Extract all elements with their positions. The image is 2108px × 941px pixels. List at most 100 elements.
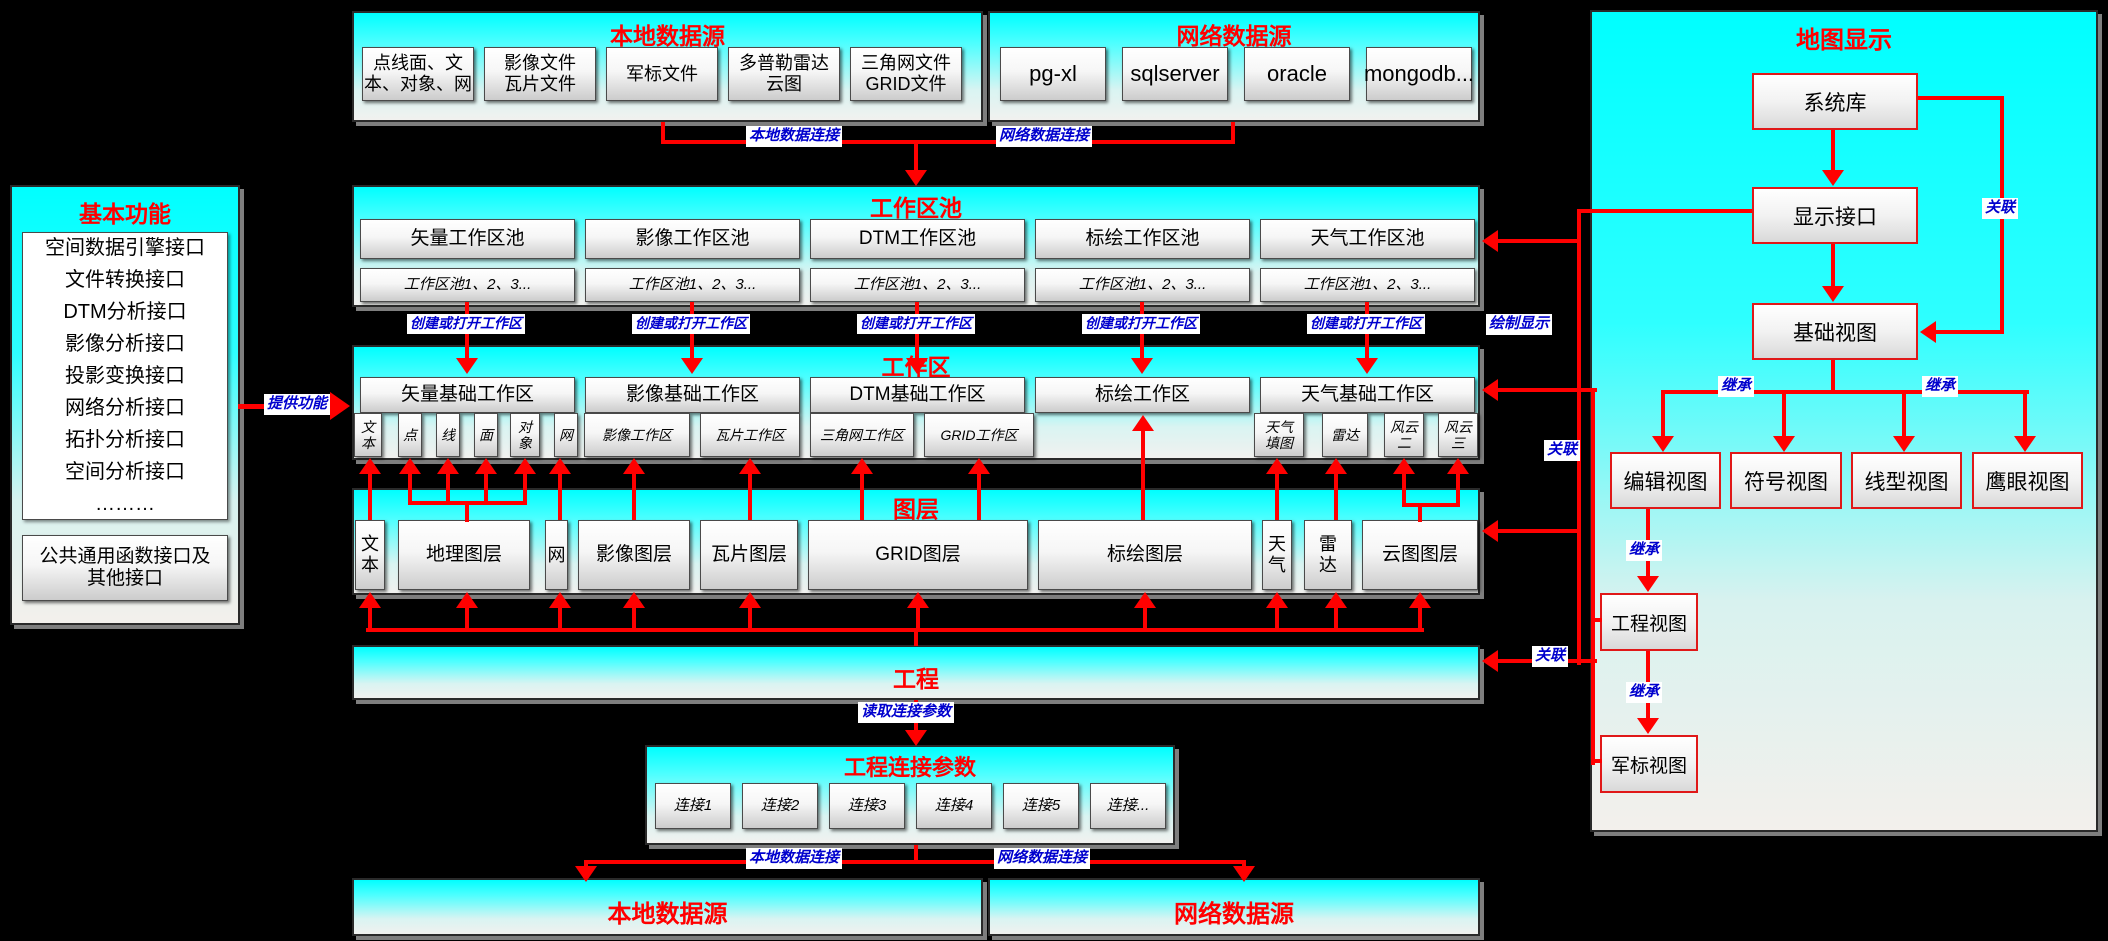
connection-params-title: 工程连接参数 <box>843 755 976 780</box>
arrow-line <box>366 628 1424 632</box>
label-assoc-project: 关联 <box>1532 646 1569 667</box>
ws-sub-point: 点 <box>398 413 422 457</box>
label-network-conn-top: 网络数据连接 <box>996 126 1093 147</box>
arrowhead <box>1482 230 1498 252</box>
arrow-line <box>1661 390 2029 394</box>
ws-dtm: DTM基础工作区 <box>810 377 1025 413</box>
local-item-radar: 多普勒雷达 云图 <box>728 47 840 101</box>
arrow-line <box>446 474 450 505</box>
layer-text: 文 本 <box>355 520 385 590</box>
arrow-line <box>1577 209 1752 213</box>
arrowhead <box>968 458 990 474</box>
map-display-panel: 地图显示 <box>1590 10 2098 832</box>
arrowhead <box>1637 576 1659 592</box>
symbol-view-box: 符号视图 <box>1730 452 1842 509</box>
arrowhead <box>1482 379 1498 401</box>
arrow-line <box>1782 390 1786 438</box>
arrow-line <box>1902 390 1906 438</box>
pool-weather: 天气工作区池 <box>1260 219 1475 259</box>
local-item-military: 军标文件 <box>606 47 718 101</box>
ws-sub-radar: 雷达 <box>1322 413 1368 457</box>
pool-vector: 矢量工作区池 <box>360 219 575 259</box>
arrow-line <box>1591 618 1602 622</box>
layer-tile: 瓦片图层 <box>700 520 798 590</box>
pool-instances: 工作区池1、2、3... <box>1260 268 1475 302</box>
arrowhead <box>1637 718 1659 734</box>
arrowhead <box>739 458 761 474</box>
arrow-line <box>1498 239 1581 243</box>
layer-weather: 天 气 <box>1262 520 1292 590</box>
layer-geo: 地理图层 <box>398 520 530 590</box>
arrowhead <box>456 358 478 374</box>
label-create-open: 创建或打开工作区 <box>1307 314 1425 334</box>
arrow-line <box>1498 529 1581 533</box>
conn-1: 连接1 <box>655 783 731 829</box>
pool-plot: 标绘工作区池 <box>1035 219 1250 259</box>
pool-instances: 工作区池1、2、3... <box>810 268 1025 302</box>
arrow-line <box>748 474 752 520</box>
ws-sub-fy3: 风云 三 <box>1438 413 1478 457</box>
label-create-open: 创建或打开工作区 <box>632 314 750 334</box>
arrow-line <box>465 606 469 630</box>
arrowhead <box>1134 592 1156 608</box>
arrow-line <box>1591 388 1595 765</box>
arrow-line <box>1498 388 1597 392</box>
ws-sub-gridws: GRID工作区 <box>924 413 1034 457</box>
eagle-view-box: 鹰眼视图 <box>1972 452 2083 509</box>
label-assoc-syslib: 关联 <box>1982 198 2019 219</box>
conn-5: 连接5 <box>1003 783 1079 829</box>
arrow-line <box>860 474 864 520</box>
label-assoc-views: 关联 <box>1544 440 1581 461</box>
arrowhead <box>514 458 536 474</box>
arrowhead <box>330 392 350 420</box>
arrowhead <box>1393 458 1415 474</box>
arrowhead <box>549 458 571 474</box>
bottom-local-source: 本地数据源 <box>352 878 983 936</box>
arrow-line <box>916 606 920 630</box>
arrow-line <box>1275 474 1279 520</box>
project-band: 工程 <box>352 645 1480 700</box>
ws-image: 影像基础工作区 <box>585 377 800 413</box>
arrow-line <box>661 122 665 144</box>
network-item-sqlserver: sqlserver <box>1122 47 1228 101</box>
label-provide: 提供功能 <box>264 394 331 415</box>
layer-grid: GRID图层 <box>808 520 1028 590</box>
label-local-conn-bottom: 本地数据连接 <box>746 848 843 869</box>
arrow-line <box>484 474 488 505</box>
connection-params-panel: 工程连接参数 <box>645 745 1175 845</box>
local-item-image: 影像文件 瓦片文件 <box>484 47 596 101</box>
arrow-line <box>632 606 636 630</box>
interface-list-box: 空间数据引擎接口 文件转换接口 DTM分析接口 影像分析接口 投影变换接口 网络… <box>22 232 228 520</box>
arrow-line <box>1242 860 1246 870</box>
arrow-line <box>1418 503 1422 522</box>
ws-sub-tilews: 瓦片工作区 <box>700 413 800 457</box>
arrowhead <box>623 458 645 474</box>
arrowhead <box>1893 436 1915 452</box>
arrow-line <box>1456 474 1460 507</box>
layer-image: 影像图层 <box>578 520 690 590</box>
arrowhead <box>1266 592 1288 608</box>
label-draw-display: 绘制显示 <box>1486 314 1553 335</box>
arrow-line <box>1334 606 1338 630</box>
layer-radar: 雷 达 <box>1304 520 1352 590</box>
arrowhead <box>1409 592 1431 608</box>
label-read-params: 读取连接参数 <box>858 702 955 723</box>
bottom-local-title: 本地数据源 <box>607 901 728 928</box>
arrow-line <box>1402 474 1406 507</box>
arrowhead <box>739 592 761 608</box>
layers-title: 图层 <box>893 496 939 522</box>
arrow-line <box>584 860 588 870</box>
arrow-line <box>1402 503 1460 507</box>
arrowhead <box>905 730 927 746</box>
display-interface-box: 显示接口 <box>1752 187 1918 244</box>
label-create-open: 创建或打开工作区 <box>857 314 975 334</box>
network-item-oracle: oracle <box>1244 47 1350 101</box>
project-view-box: 工程视图 <box>1600 593 1698 651</box>
arrow-line <box>2023 390 2027 438</box>
arrow-line <box>558 474 562 520</box>
base-view-box: 基础视图 <box>1752 303 1918 360</box>
arrowhead <box>475 458 497 474</box>
arrow-line <box>661 140 1235 144</box>
ws-sub-line: 线 <box>436 413 460 457</box>
arrow-line <box>1275 606 1279 630</box>
